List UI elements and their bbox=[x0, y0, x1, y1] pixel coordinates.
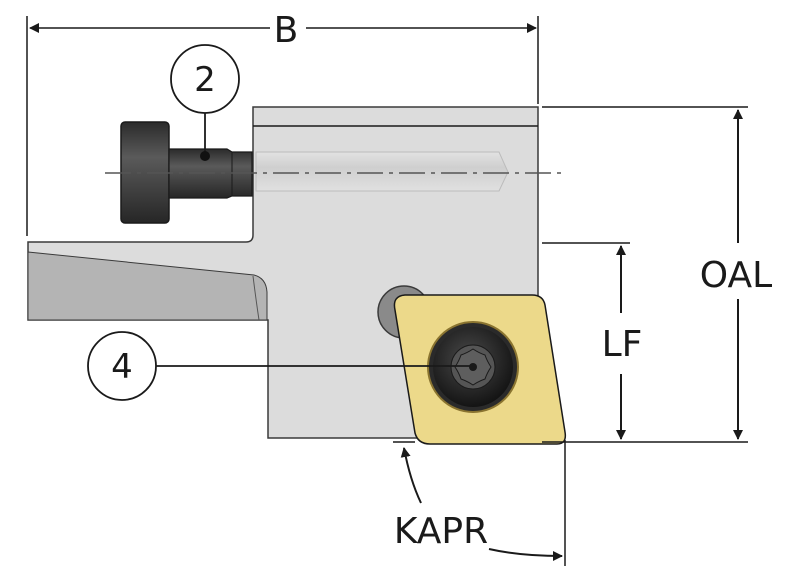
dimension-lf: LF bbox=[542, 242, 643, 440]
shank-taper-curve bbox=[252, 275, 260, 321]
dimension-b: B bbox=[26, 10, 539, 236]
cutting-insert bbox=[393, 294, 567, 445]
dimension-kapr: KAPR bbox=[393, 440, 566, 566]
dimension-b-label: B bbox=[274, 10, 299, 51]
dimension-lf-label: LF bbox=[602, 324, 643, 365]
callout-2-dot bbox=[200, 151, 210, 161]
screw-bore bbox=[255, 151, 509, 192]
dimension-oal: OAL bbox=[542, 106, 772, 443]
shank-taper bbox=[27, 251, 268, 321]
callout-4-label: 4 bbox=[111, 347, 133, 387]
dimension-oal-label: OAL bbox=[700, 255, 772, 296]
callout-4: 4 bbox=[87, 331, 473, 401]
dimension-kapr-label: KAPR bbox=[394, 511, 488, 552]
callout-2-label: 2 bbox=[194, 60, 216, 100]
callout-2: 2 bbox=[170, 44, 240, 161]
